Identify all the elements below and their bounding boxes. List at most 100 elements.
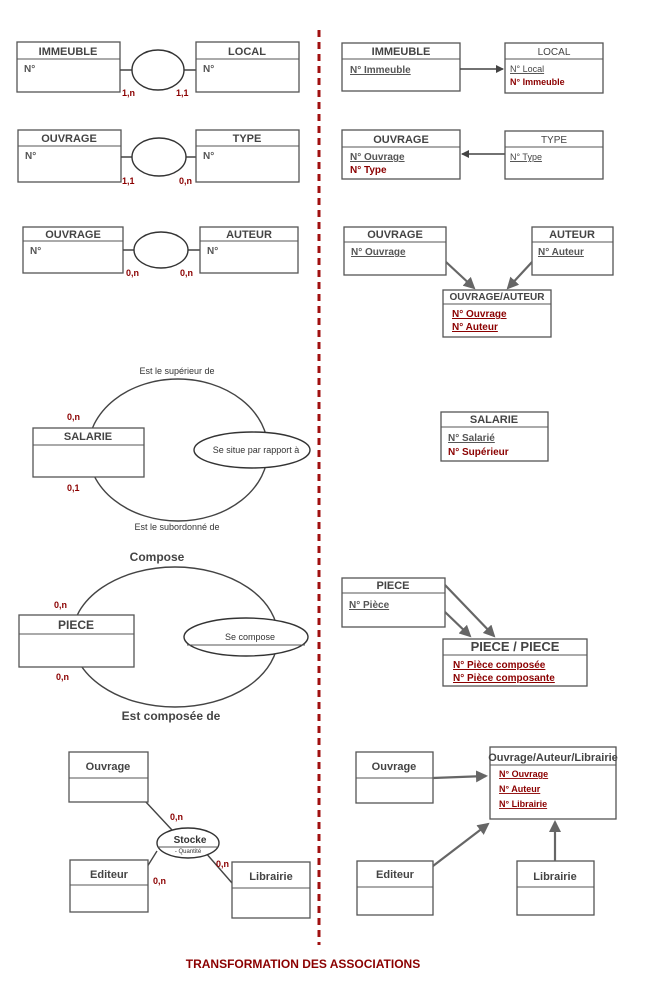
cardinality-label: 1,n: [122, 88, 135, 98]
table-local-box[interactable]: [504, 42, 604, 94]
role-label-bottom: Est composée de: [122, 709, 221, 723]
entity-type-box[interactable]: [195, 129, 300, 183]
entity-auteur-box[interactable]: [199, 226, 299, 274]
entity-ouvrage-box[interactable]: [68, 751, 149, 803]
role-label-top: Compose: [130, 550, 185, 564]
primary-key: N° Local: [510, 64, 544, 74]
entity-piece-box[interactable]: [18, 614, 135, 668]
table-librairie-title: Librairie: [533, 871, 576, 883]
foreign-key: N° Supérieur: [448, 447, 509, 458]
primary-key: N° Type: [510, 152, 542, 162]
primary-key: N° Ouvrage: [351, 247, 406, 258]
table-auteur-box[interactable]: [531, 226, 614, 276]
entity-immeuble-title: IMMEUBLE: [39, 46, 98, 58]
entity-ouvrage-title: Ouvrage: [86, 761, 131, 773]
table-editeur-box[interactable]: [356, 860, 434, 916]
primary-key: N° Pièce: [349, 600, 390, 611]
cardinality-label: 0,n: [153, 876, 166, 886]
table-librairie-box[interactable]: [516, 860, 595, 916]
cardinality-label: 0,n: [216, 859, 229, 869]
footer-title: TRANSFORMATION DES ASSOCIATIONS: [186, 957, 420, 971]
right-row5: PIECE N° Pièce PIECE / PIECE N° Pièce co…: [341, 577, 588, 687]
foreign-key: N° Type: [350, 165, 387, 176]
table-salarie-box[interactable]: [440, 411, 549, 462]
composite-key: N° Pièce composante: [453, 673, 555, 684]
association-oval[interactable]: [131, 137, 187, 177]
entity-ouvrage-box[interactable]: [22, 226, 124, 274]
association-oval[interactable]: [133, 231, 189, 269]
entity-ouvrage-title: OUVRAGE: [45, 229, 101, 241]
table-piece-title: PIECE: [376, 580, 409, 592]
left-row6-stocke: Ouvrage Editeur Librairie Stocke - Quant…: [68, 751, 311, 919]
entity-salarie-title: SALARIE: [64, 431, 112, 443]
association-oval[interactable]: [183, 617, 309, 657]
entity-immeuble-box[interactable]: [16, 41, 121, 93]
table-piece-piece-title: PIECE / PIECE: [471, 639, 560, 654]
table-piece-box[interactable]: [341, 577, 446, 628]
table-ouvrage-auteur-librairie-box[interactable]: [489, 746, 617, 820]
left-row3: OUVRAGE N° AUTEUR N° 0,n 0,n: [22, 226, 299, 278]
cardinality-label: 0,n: [179, 176, 192, 186]
entity-editeur-box[interactable]: [69, 859, 149, 913]
table-ouvrage-auteur-title: OUVRAGE/AUTEUR: [449, 292, 545, 303]
table-immeuble-box[interactable]: [341, 42, 461, 92]
entity-ouvrage-attr: N°: [25, 151, 36, 162]
composite-key: N° Librairie: [499, 799, 547, 809]
entity-local-attr: N°: [203, 64, 214, 75]
cardinality-label: 0,n: [54, 600, 67, 610]
primary-key: N° Auteur: [538, 247, 584, 258]
entity-editeur-title: Editeur: [90, 869, 129, 881]
right-row2: OUVRAGE N° Ouvrage N° Type TYPE N° Type: [341, 129, 604, 180]
entity-auteur-title: AUTEUR: [226, 229, 272, 241]
entity-librairie-box[interactable]: [231, 861, 311, 919]
association-oval[interactable]: [156, 827, 220, 859]
table-local-title: LOCAL: [538, 47, 571, 58]
association-oval[interactable]: [193, 431, 311, 469]
association-label: Se compose: [225, 632, 275, 642]
table-ouvrage-auteur-box[interactable]: [442, 289, 552, 338]
cardinality-label: 0,n: [56, 672, 69, 682]
association-attribute: - Quantité: [175, 849, 202, 855]
primary-key: N° Immeuble: [350, 65, 411, 76]
right-row6: Ouvrage Editeur Librairie Ouvrage/Auteur…: [355, 746, 618, 916]
cardinality-label: 0,1: [67, 483, 80, 493]
table-salarie-title: SALARIE: [470, 414, 518, 426]
composite-key: N° Auteur: [499, 784, 541, 794]
entity-local-box[interactable]: [195, 41, 300, 93]
cardinality-label: 0,n: [67, 412, 80, 422]
table-immeuble-title: IMMEUBLE: [372, 46, 431, 58]
right-row4: SALARIE N° Salarié N° Supérieur: [440, 411, 549, 462]
entity-auteur-attr: N°: [207, 246, 218, 257]
composite-key: N° Ouvrage: [452, 309, 507, 320]
table-editeur-title: Editeur: [376, 869, 415, 881]
entity-immeuble-attr: N°: [24, 64, 35, 75]
cardinality-label: 1,1: [122, 176, 135, 186]
association-oval[interactable]: [131, 49, 185, 91]
table-piece-piece-box[interactable]: [442, 638, 588, 687]
table-ouvrage-box[interactable]: [343, 226, 447, 276]
entity-salarie-box[interactable]: [32, 427, 145, 478]
composite-key: N° Auteur: [452, 322, 498, 333]
left-row1: IMMEUBLE N° LOCAL N° 1,n 1,1: [16, 41, 300, 98]
entity-type-attr: N°: [203, 151, 214, 162]
entity-ouvrage-attr: N°: [30, 246, 41, 257]
association-label: Se situe par rapport à: [213, 445, 300, 455]
cardinality-label: 0,n: [180, 268, 193, 278]
left-row4-salarie: SALARIE Se situe par rapport à Est le su…: [32, 366, 311, 532]
table-auteur-title: AUTEUR: [549, 229, 595, 241]
table-ouvrage-title: Ouvrage: [372, 761, 417, 773]
table-ouvrage-title: OUVRAGE: [373, 134, 429, 146]
role-label-bottom: Est le subordonné de: [134, 522, 219, 532]
entity-librairie-title: Librairie: [249, 871, 292, 883]
right-row1: IMMEUBLE N° Immeuble LOCAL N° Local N° I…: [341, 42, 604, 94]
primary-key: N° Salarié: [448, 433, 495, 444]
entity-type-title: TYPE: [233, 133, 262, 145]
cardinality-label: 1,1: [176, 88, 189, 98]
composite-key: N° Ouvrage: [499, 769, 548, 779]
cardinality-label: 0,n: [170, 812, 183, 822]
table-ouvrage-box[interactable]: [341, 129, 461, 180]
table-type-title: TYPE: [541, 135, 567, 146]
entity-ouvrage-box[interactable]: [17, 129, 122, 183]
table-type-box[interactable]: [504, 130, 604, 180]
